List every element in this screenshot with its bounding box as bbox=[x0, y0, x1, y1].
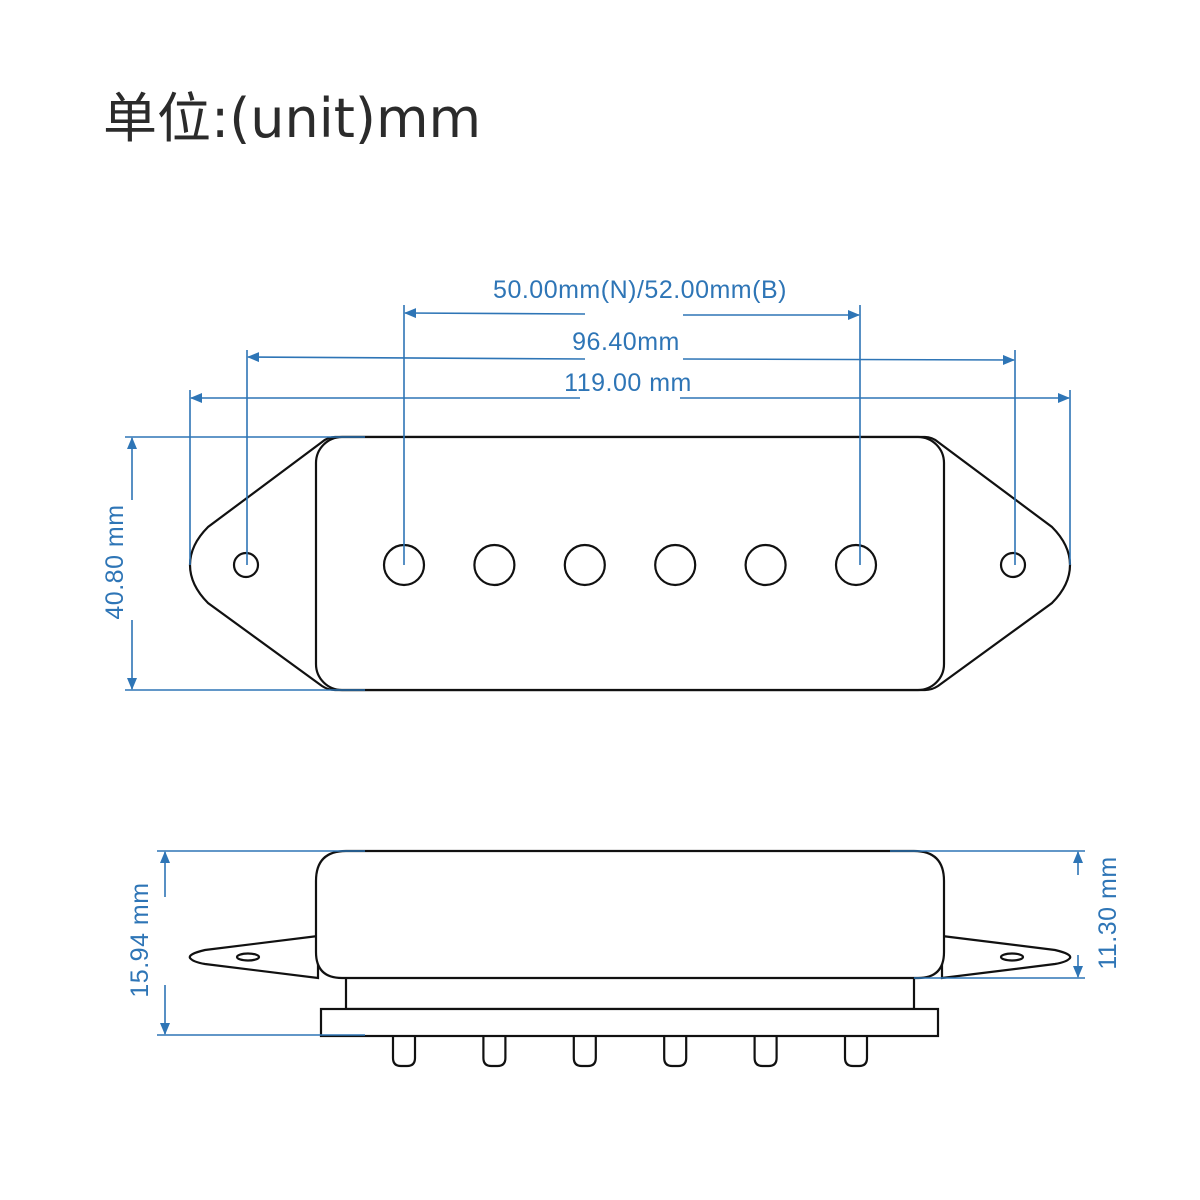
overall-height-label: 15.94 mm bbox=[126, 882, 154, 997]
pickup-cover-outline bbox=[314, 435, 946, 692]
pins bbox=[391, 1030, 869, 1068]
ear-hole-right bbox=[999, 952, 1025, 962]
mount-hole-spacing-label: 96.40mm bbox=[572, 328, 680, 356]
mount-hole-right bbox=[999, 551, 1027, 579]
pin bbox=[753, 1030, 778, 1068]
top-view: 50.00mm(N)/52.00mm(B) 96.40mm 119.00 mm … bbox=[101, 276, 1072, 692]
dimension-overall-height: 15.94 mm bbox=[126, 850, 365, 1036]
pole-piece bbox=[744, 543, 787, 587]
pole-pieces bbox=[382, 543, 878, 587]
pole-piece bbox=[473, 543, 516, 587]
overall-length-label: 119.00 mm bbox=[564, 369, 692, 397]
pole-spacing-label: 50.00mm(N)/52.00mm(B) bbox=[493, 276, 787, 304]
pole-piece bbox=[654, 543, 697, 587]
dimension-mount-hole-spacing: 96.40mm bbox=[246, 328, 1016, 565]
pole-piece bbox=[563, 543, 606, 587]
width-label: 40.80 mm bbox=[101, 504, 129, 619]
dimension-cover-height: 11.30 mm bbox=[890, 850, 1122, 979]
baseplate bbox=[319, 1007, 940, 1038]
cover-side-outline bbox=[314, 849, 946, 980]
pin bbox=[391, 1030, 417, 1068]
pin bbox=[843, 1030, 869, 1068]
ear-hole-left bbox=[235, 952, 261, 962]
side-view: 15.94 mm 11.30 mm bbox=[126, 849, 1122, 1068]
pin bbox=[482, 1030, 507, 1068]
mount-hole-left bbox=[232, 551, 260, 579]
dimension-width: 40.80 mm bbox=[101, 436, 365, 691]
dimension-pole-spacing: 50.00mm(N)/52.00mm(B) bbox=[403, 276, 861, 565]
units-title: 单位:(unit)mm bbox=[103, 87, 481, 150]
pin bbox=[572, 1030, 597, 1068]
dimension-overall-length: 119.00 mm bbox=[189, 369, 1071, 565]
cover-height-label: 11.30 mm bbox=[1094, 856, 1122, 969]
pin bbox=[663, 1030, 688, 1068]
pole-piece bbox=[834, 543, 878, 587]
bobbin-base bbox=[344, 974, 916, 1011]
